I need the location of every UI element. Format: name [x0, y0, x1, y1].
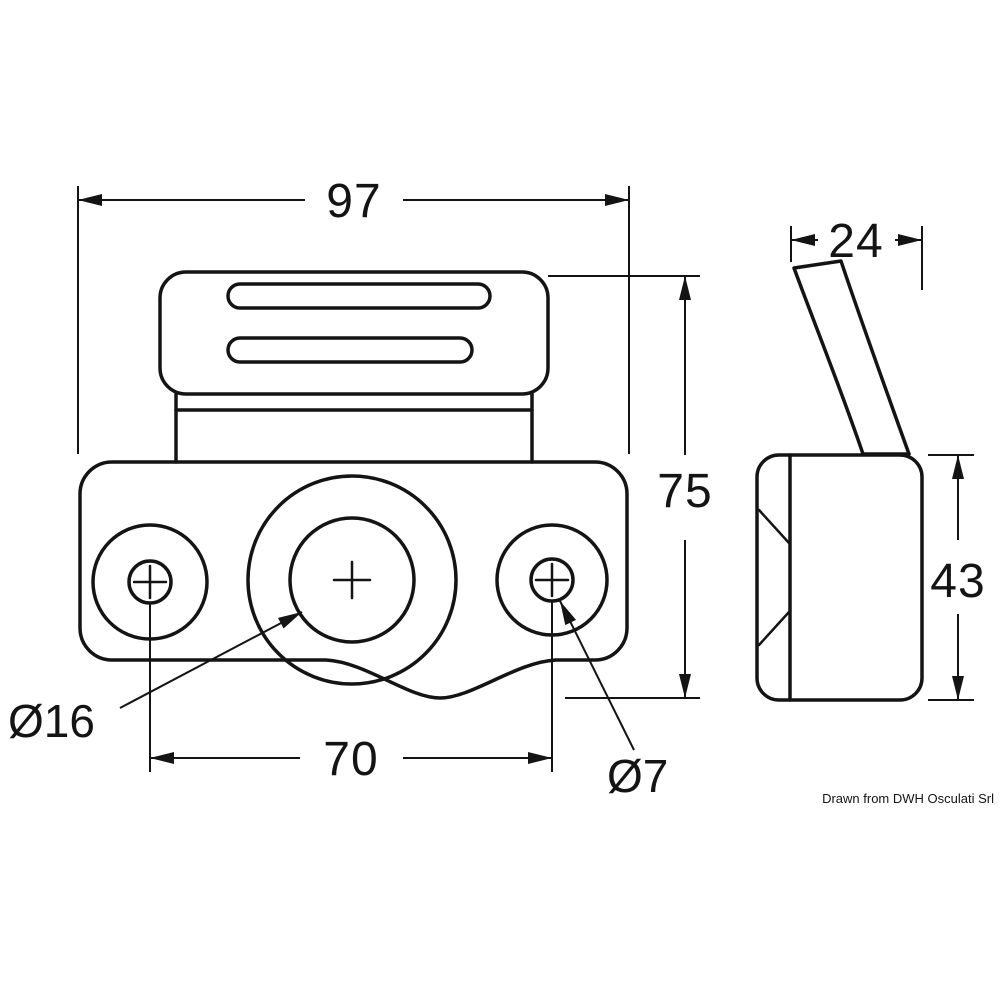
dimension-overall-height: 75 [548, 275, 712, 699]
dim-label-overall-height: 75 [657, 465, 712, 518]
dimension-overall-width: 97 [77, 175, 630, 454]
side-detail-line-bottom [757, 610, 791, 647]
label-side-hole-diameter: Ø7 [607, 750, 668, 802]
dim-label-overall-width: 97 [326, 175, 381, 228]
base-outline [78, 460, 629, 700]
leader-line [559, 600, 635, 751]
strap-slot-top [226, 282, 492, 310]
side-body-outline [755, 453, 924, 702]
right-mount-hole-circle [529, 557, 575, 603]
left-hole-crosshair [132, 564, 168, 600]
label-center-hole-diameter: Ø16 [8, 695, 95, 747]
dim-label-hole-spacing: 70 [323, 733, 378, 786]
leader-line [119, 611, 303, 709]
callout-center-hole-diameter: Ø16 [8, 611, 303, 747]
dim-label-depth: 24 [828, 215, 883, 268]
strap-slot-bottom [226, 336, 474, 364]
dimension-body-height: 43 [928, 454, 985, 701]
dim-label-body-height: 43 [930, 555, 985, 608]
front-view [78, 270, 629, 700]
side-detail-line-top [757, 508, 791, 545]
lever-outline [792, 259, 911, 456]
center-hole-crosshair [332, 560, 372, 600]
credit-text: Drawn from DWH Osculati Srl [822, 791, 994, 806]
callout-side-hole-diameter: Ø7 [559, 600, 668, 802]
strap-outline [158, 270, 550, 396]
side-view [755, 259, 924, 702]
center-hole-circle [288, 516, 416, 644]
right-hole-crosshair [534, 562, 570, 598]
center-boss-circle [246, 474, 458, 686]
dimension-depth: 24 [790, 215, 923, 290]
dimension-hole-spacing: 70 [149, 602, 553, 786]
